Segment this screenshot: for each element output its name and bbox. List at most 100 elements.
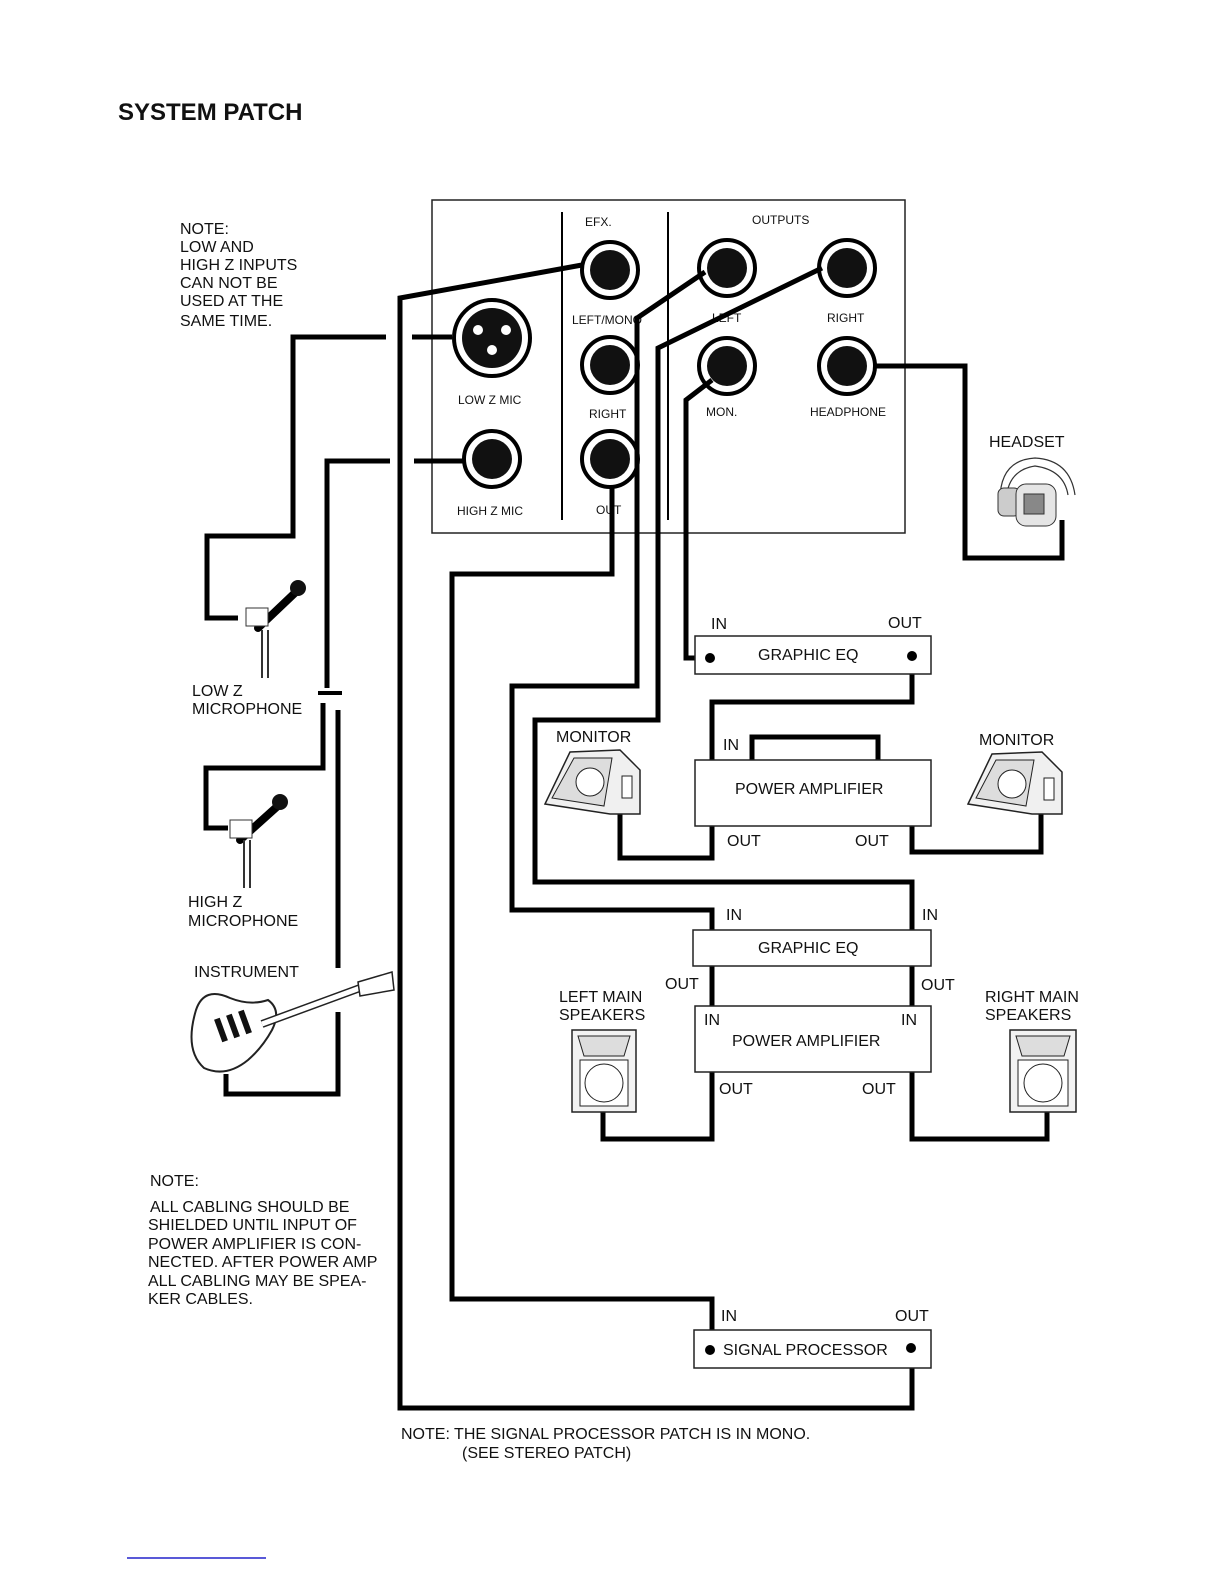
graphic-eq-label: GRAPHIC EQ <box>758 647 858 664</box>
signal-processor: SIGNAL PROCESSOR IN OUT <box>693 1308 932 1369</box>
power-amplifier-label: POWER AMPLIFIER <box>735 781 883 798</box>
note-cabling-line: ALL CABLING SHOULD BE <box>150 1199 349 1216</box>
page-title: SYSTEM PATCH <box>118 99 302 126</box>
port-in: IN <box>922 907 938 924</box>
outputs-header: OUTPUTS <box>752 213 809 227</box>
graphic-eq-main: GRAPHIC EQ IN IN OUT OUT <box>665 907 955 994</box>
headset-label: HEADSET <box>989 434 1065 451</box>
port-out: OUT <box>855 833 889 850</box>
port-in: IN <box>726 907 742 924</box>
cable-output-right <box>532 265 915 932</box>
port-in: IN <box>704 1012 720 1029</box>
left-main-speakers-label: SPEAKERS <box>559 1007 645 1024</box>
port-out: OUT <box>862 1081 896 1098</box>
right-main-speakers-label: RIGHT MAIN <box>985 989 1079 1006</box>
port-in: IN <box>721 1308 737 1325</box>
monitor-right-label: MONITOR <box>979 732 1054 749</box>
note-inputs-line: SAME TIME. <box>180 313 272 330</box>
note-inputs-line: LOW AND <box>180 239 254 256</box>
port-in: IN <box>711 616 727 633</box>
monitor-left-icon <box>543 749 641 815</box>
high-z-microphone-label: HIGH Z <box>188 894 242 911</box>
left-main-speakers-label: LEFT MAIN <box>559 989 642 1006</box>
note-cabling-line: KER CABLES. <box>148 1291 253 1308</box>
note-cabling-line: SHIELDED UNTIL INPUT OF <box>148 1217 357 1234</box>
cable-amp2-out-left <box>600 1072 715 1142</box>
high-z-microphone-label: MICROPHONE <box>188 913 298 930</box>
power-amplifier-main: POWER AMPLIFIER IN IN OUT OUT <box>694 1005 932 1098</box>
port-out: OUT <box>921 977 955 994</box>
port-in: IN <box>901 1012 917 1029</box>
jack-high-z[interactable] <box>462 429 522 489</box>
power-amplifier-monitor: POWER AMPLIFIER IN OUT OUT <box>694 737 932 850</box>
note-inputs-line: CAN NOT BE <box>180 275 278 292</box>
jack-efx-left-mono[interactable] <box>580 240 640 300</box>
jack-efx-out[interactable] <box>580 429 640 489</box>
label-low-z-mic: LOW Z MIC <box>458 393 522 407</box>
cable-amp2-out-right <box>909 1072 1050 1142</box>
graphic-eq-label: GRAPHIC EQ <box>758 940 858 957</box>
note-cabling: NOTE: ALL CABLING SHOULD BE SHIELDED UNT… <box>148 1173 377 1308</box>
graphic-eq-monitor: GRAPHIC EQ IN OUT <box>694 615 932 675</box>
note-processor-line: (SEE STEREO PATCH) <box>462 1445 631 1462</box>
cable-high-z <box>324 458 464 688</box>
low-z-microphone-label: LOW Z <box>192 683 243 700</box>
left-main-speaker-icon <box>571 1029 637 1113</box>
cables <box>203 262 1065 1411</box>
right-main-speaker-icon <box>1009 1029 1077 1113</box>
cable-amp1-out-right <box>909 808 1044 855</box>
cable-amp1-out-left <box>617 808 715 861</box>
cable-geq1-amp1 <box>709 656 915 762</box>
label-headphone: HEADPHONE <box>810 405 886 419</box>
jack-mon[interactable] <box>697 336 757 396</box>
cable-efx-send <box>397 262 915 1411</box>
port-out: OUT <box>665 976 699 993</box>
monitor-left-label: MONITOR <box>556 729 631 746</box>
port-out: OUT <box>895 1308 929 1325</box>
mixer-panel: EFX. OUTPUTS <box>431 199 906 534</box>
high-z-microphone-icon <box>229 794 288 888</box>
guitar-icon <box>190 971 395 1073</box>
cable-amp1-bridge <box>749 734 881 762</box>
port-out: OUT <box>719 1081 753 1098</box>
label-efx-out: OUT <box>596 503 622 517</box>
headset-icon <box>997 457 1076 527</box>
note-inputs: NOTE: LOW AND HIGH Z INPUTS CAN NOT BE U… <box>180 221 297 330</box>
note-cabling-line: POWER AMPLIFIER IS CON- <box>148 1236 361 1253</box>
note-processor: NOTE: THE SIGNAL PROCESSOR PATCH IS IN M… <box>401 1426 810 1462</box>
port-out: OUT <box>888 615 922 632</box>
note-inputs-line: NOTE: <box>180 221 229 238</box>
label-output-left: LEFT <box>712 311 742 325</box>
note-inputs-line: USED AT THE <box>180 293 283 310</box>
low-z-microphone-icon <box>245 580 306 678</box>
jack-efx-right[interactable] <box>580 335 640 395</box>
label-efx-right: RIGHT <box>589 407 627 421</box>
monitor-right-icon <box>966 751 1063 815</box>
cable-headphone <box>875 363 1065 561</box>
note-inputs-line: HIGH Z INPUTS <box>180 257 297 274</box>
note-cabling-line: ALL CABLING MAY BE SPEA- <box>148 1273 366 1290</box>
cable-efx-out <box>449 486 715 1350</box>
low-z-microphone-label: MICROPHONE <box>192 701 302 718</box>
note-cabling-line: NOTE: <box>150 1173 199 1190</box>
label-left-mono: LEFT/MONO <box>572 313 642 327</box>
port-in: IN <box>723 737 739 754</box>
instrument-label: INSTRUMENT <box>194 964 299 981</box>
efx-header: EFX. <box>585 215 612 229</box>
cable-high-z-mic <box>203 703 326 831</box>
port-out: OUT <box>727 833 761 850</box>
jack-output-left[interactable] <box>697 238 757 298</box>
cable-low-z <box>204 334 452 621</box>
note-cabling-line: NECTED. AFTER POWER AMP <box>148 1254 377 1271</box>
label-high-z-mic: HIGH Z MIC <box>457 504 523 518</box>
cable-instrument <box>223 710 341 1097</box>
right-main-speakers-label: SPEAKERS <box>985 1007 1071 1024</box>
xlr-jack-low-z[interactable] <box>452 298 532 378</box>
label-output-right: RIGHT <box>827 311 865 325</box>
label-mon: MON. <box>706 405 737 419</box>
cable-output-left <box>509 269 715 932</box>
signal-processor-label: SIGNAL PROCESSOR <box>723 1342 888 1359</box>
jack-headphone[interactable] <box>817 336 877 396</box>
jack-output-right[interactable] <box>817 238 877 298</box>
